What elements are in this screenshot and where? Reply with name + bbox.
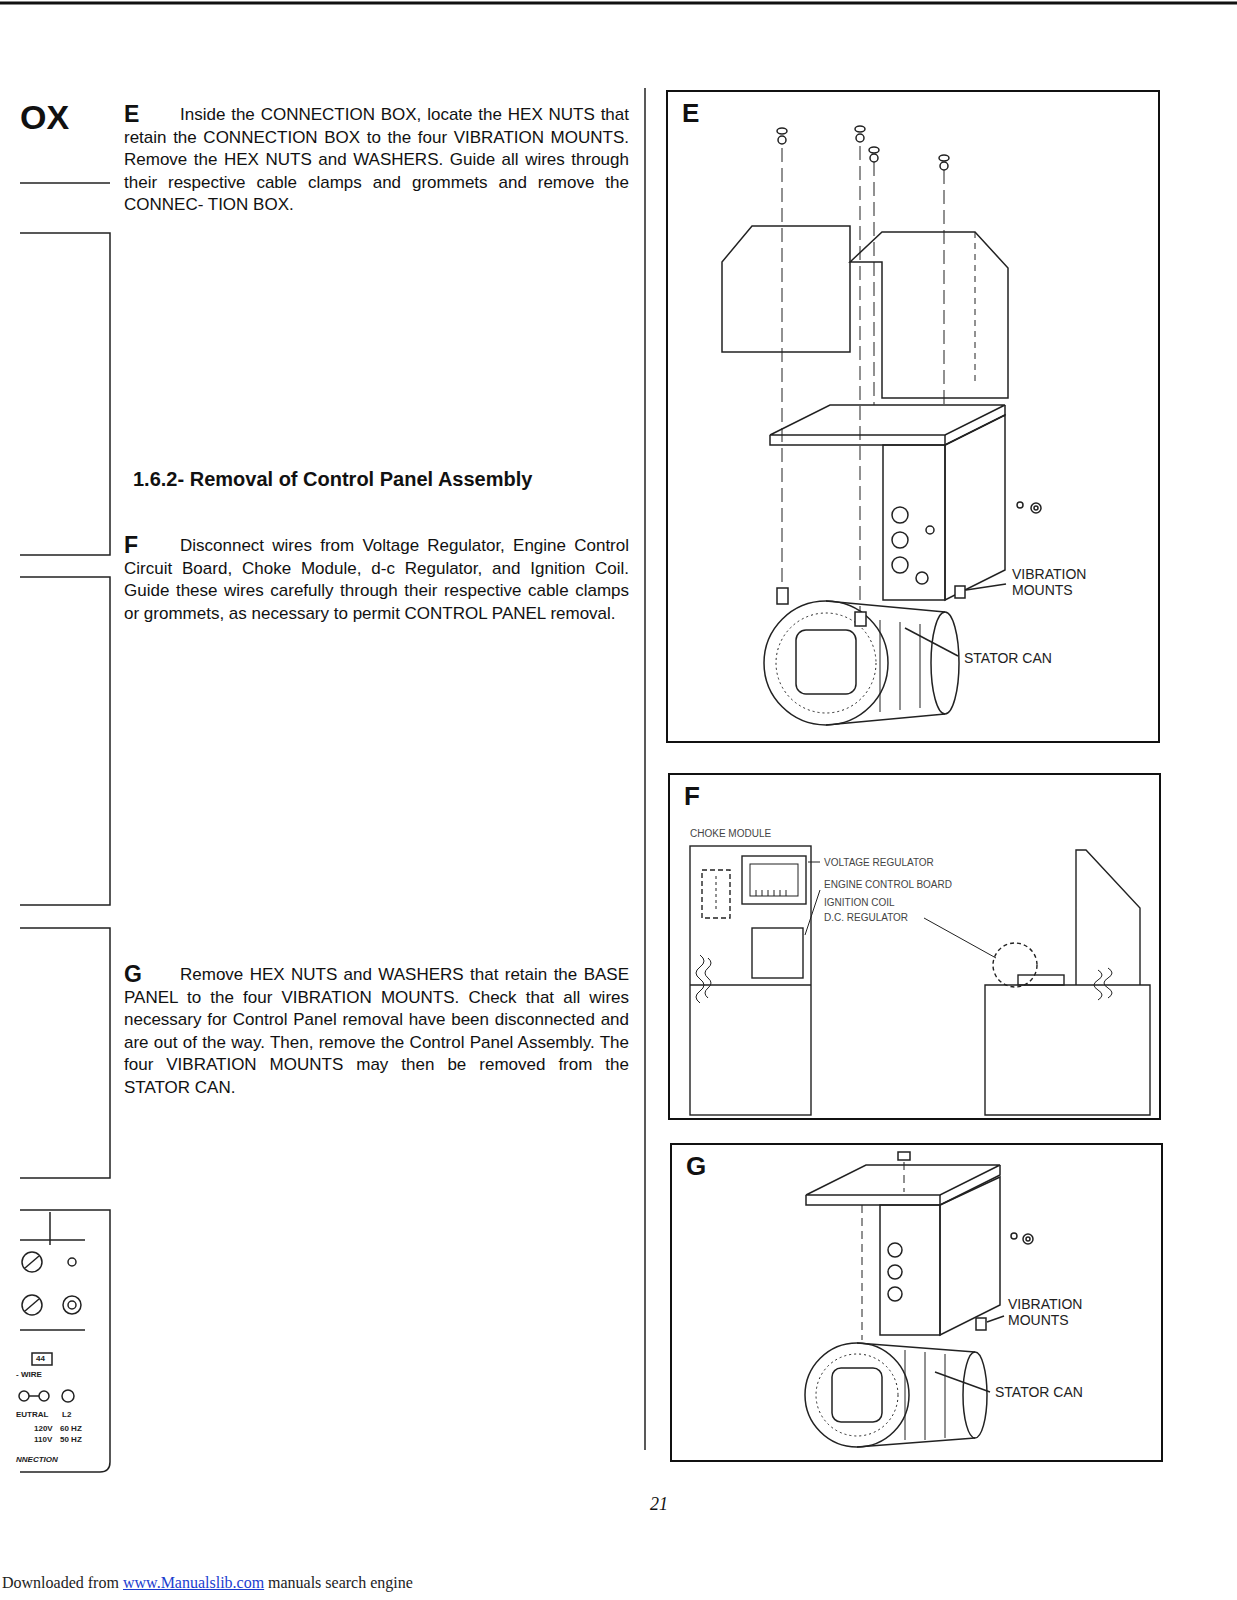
voltage-note: 110V [34, 1435, 52, 1444]
part-label: IGNITION COIL [824, 897, 895, 909]
figure-letter: F [684, 781, 700, 812]
part-label: STATOR CAN [964, 650, 1052, 666]
footer-link: www.Manualslib.com [123, 1574, 264, 1592]
base-panel-exploded-view [805, 1152, 1033, 1447]
step-text: Remove HEX NUTS and WASHERS that retain … [124, 964, 629, 1100]
wiring-note: - WIRE [16, 1370, 42, 1379]
section-heading: 1.6.2- Removal of Control Panel Assembly [133, 468, 532, 491]
page-header: OX [20, 98, 69, 137]
step-text: Disconnect wires from Voltage Regulator,… [124, 535, 629, 625]
connection-box-exploded-view [722, 126, 1041, 725]
figure-frame: F [668, 773, 1161, 1120]
step-letter: G [124, 961, 142, 988]
figure-letter: G [686, 1151, 706, 1182]
step-letter: E [124, 101, 139, 128]
part-label: D.C. REGULATOR [824, 912, 908, 924]
terminal-number: 44 [36, 1354, 45, 1363]
frequency-note: 50 HZ [60, 1435, 82, 1444]
top-rule [0, 2, 1237, 5]
control-panel-view [690, 846, 1150, 1115]
figure-letter: E [682, 98, 699, 129]
page-number: 21 [650, 1494, 668, 1515]
part-label: STATOR CAN [995, 1384, 1083, 1400]
voltage-note: 120V [34, 1424, 53, 1433]
margin-tabs [19, 183, 110, 1472]
footer-text: manuals search engine [268, 1574, 413, 1592]
part-label: VOLTAGE REGULATOR [824, 857, 934, 869]
footer-text: Downloaded from [2, 1574, 119, 1592]
part-label: VIBRATION MOUNTS [1012, 566, 1107, 598]
column-divider [644, 88, 646, 1450]
part-label: CHOKE MODULE [690, 828, 771, 840]
figure-frame: E [666, 90, 1160, 743]
panel-caption: NNECTION [16, 1455, 58, 1464]
step-letter: F [124, 532, 138, 559]
terminal-name: EUTRAL [16, 1410, 48, 1419]
part-label: ENGINE CONTROL BOARD [824, 879, 952, 891]
frequency-note: 60 HZ [60, 1424, 82, 1433]
figure-frame: G [670, 1143, 1163, 1462]
terminal-name: L2 [62, 1410, 71, 1419]
step-text: Inside the CONNECTION BOX, locate the HE… [124, 104, 629, 217]
part-label: VIBRATION MOUNTS [1008, 1296, 1103, 1328]
